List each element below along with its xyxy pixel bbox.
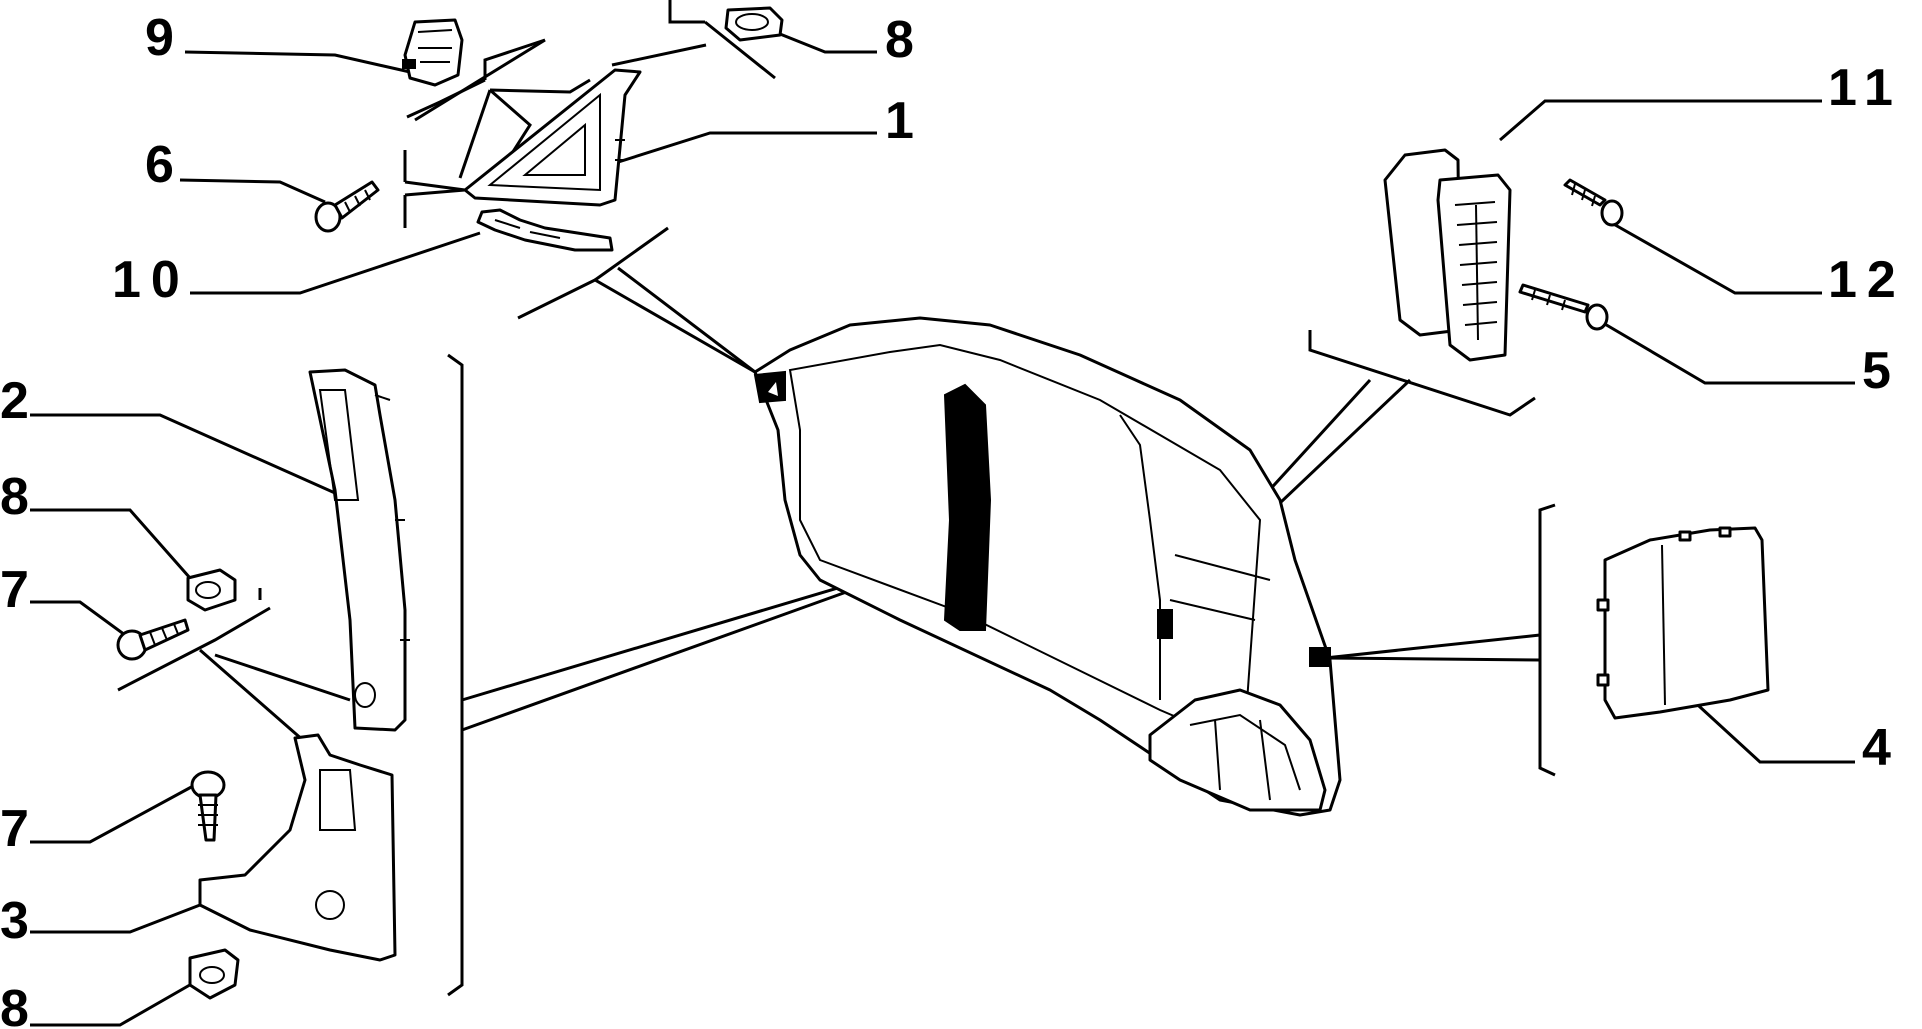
callout-12: 12 — [1828, 251, 1906, 309]
trim-part-1 — [463, 68, 642, 207]
callout-6: 6 — [145, 136, 184, 194]
callout-9: 9 — [145, 9, 184, 67]
callout-7-upper: 7 — [0, 561, 39, 619]
clip-part-8-top — [724, 6, 784, 42]
callout-7-lower: 7 — [0, 800, 39, 858]
plate-part-10 — [476, 208, 614, 252]
callout-8-bottom: 8 — [0, 980, 39, 1029]
pillar-trim-part-2 — [308, 368, 410, 732]
cover-panel-part-4 — [1596, 526, 1770, 720]
callout-4: 4 — [1862, 719, 1901, 777]
vehicle-body-assembly — [753, 316, 1342, 817]
clip-part-8-left — [186, 568, 237, 612]
callout-11: 11 — [1828, 59, 1903, 117]
callout-2: 2 — [0, 372, 39, 430]
callout-8-left: 8 — [0, 468, 39, 526]
callout-8-top: 8 — [885, 11, 924, 69]
screw-part-12 — [1563, 178, 1624, 227]
clip-part-9 — [402, 18, 464, 87]
lower-trim-part-3 — [198, 733, 397, 962]
callout-1: 1 — [885, 92, 924, 150]
clip-part-8-bottom — [188, 948, 240, 1000]
screw-part-7-upper — [116, 618, 190, 661]
screw-part-5 — [1518, 283, 1609, 331]
callout-5: 5 — [1862, 342, 1901, 400]
leader-lines — [30, 26, 1855, 1027]
screw-part-6 — [314, 180, 380, 233]
callout-3: 3 — [0, 892, 39, 950]
vent-grille-part-11 — [1383, 148, 1512, 362]
screw-part-7-lower — [190, 770, 226, 842]
callout-10: 10 — [112, 251, 190, 309]
